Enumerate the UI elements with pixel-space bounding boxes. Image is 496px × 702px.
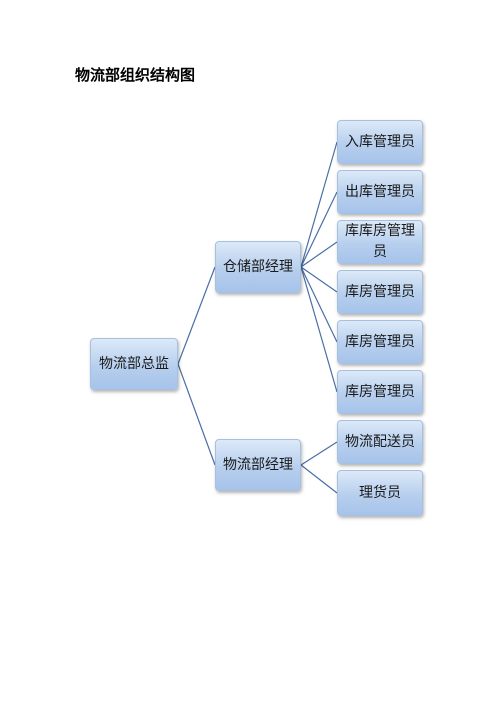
- node-leaf-storeroom: 库房管理员: [337, 370, 423, 414]
- node-leaf-outbound: 出库管理员: [337, 170, 423, 214]
- node-leaf-delivery: 物流配送员: [337, 420, 423, 464]
- node-manager-warehouse: 仓储部经理: [215, 241, 301, 293]
- connector-mgr1-leaf1: [300, 141, 338, 268]
- page-title: 物流部组织结构图: [75, 66, 196, 84]
- node-root: 物流部总监: [90, 338, 178, 390]
- connector-mgr1-leaf2: [300, 191, 338, 268]
- connector-mgr1-leaf3: [300, 241, 338, 268]
- node-manager-logistics: 物流部经理: [215, 439, 301, 491]
- node-leaf-storeroom: 库房管理员: [337, 270, 423, 314]
- node-leaf-inbound: 入库管理员: [337, 120, 423, 164]
- node-leaf-tally: 理货员: [337, 470, 423, 516]
- connector-root-mgr2: [177, 363, 216, 466]
- connector-mgr2-leaf7: [300, 441, 338, 466]
- connector-mgr2-leaf8: [300, 464, 338, 494]
- connector-mgr1-leaf5: [300, 266, 338, 343]
- connector-root-mgr1: [177, 266, 216, 365]
- node-leaf-storeroom: 库库房管理员: [337, 220, 423, 264]
- connector-mgr1-leaf6: [300, 266, 338, 393]
- node-leaf-storeroom: 库房管理员: [337, 320, 423, 364]
- connector-mgr1-leaf4: [300, 266, 338, 293]
